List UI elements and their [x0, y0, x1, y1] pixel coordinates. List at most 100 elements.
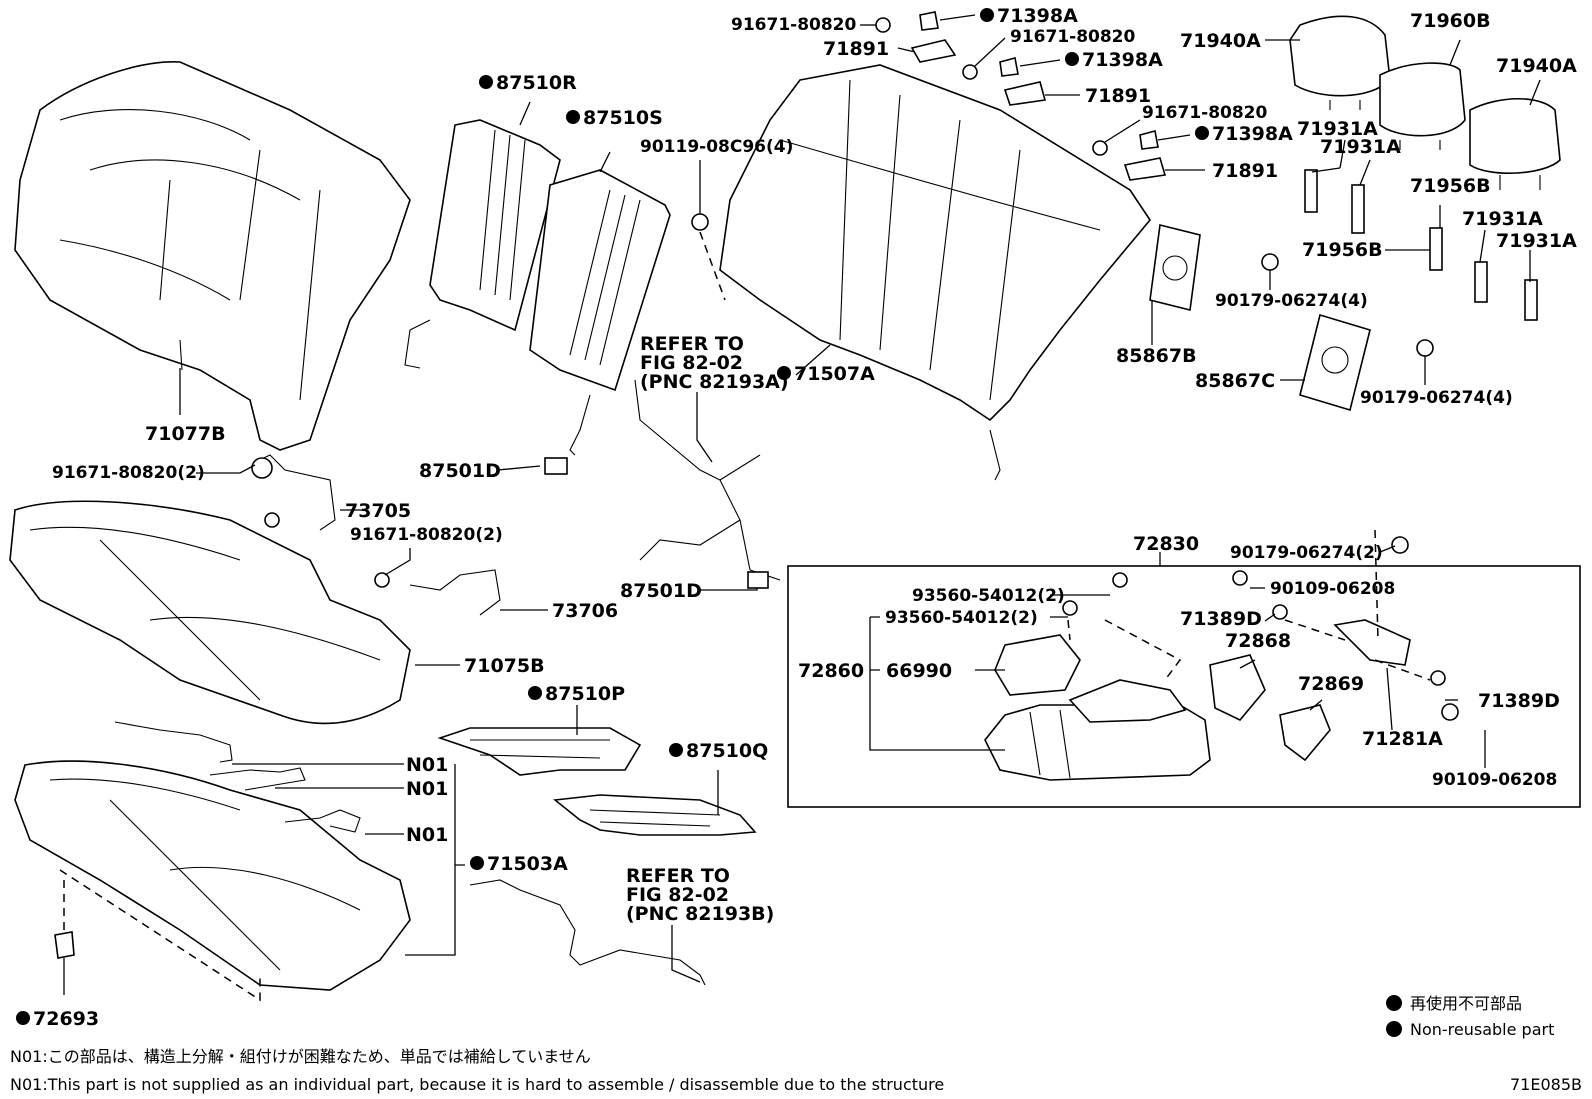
- bracket-71891-c-drawing: [1123, 157, 1167, 181]
- bracket-71891-a-drawing: [910, 39, 957, 63]
- label-71931a-a: 71931A: [1297, 118, 1378, 140]
- label-71891-a: 71891: [823, 38, 889, 60]
- label-72869: 72869: [1298, 673, 1364, 695]
- refer-82193a-line1: REFER TO: [640, 333, 744, 355]
- label-93560-54012-b: 93560-54012(2): [885, 608, 1038, 628]
- bolt-91671-c-drawing: [1092, 140, 1108, 156]
- legend-marker-en: [1386, 1021, 1402, 1037]
- legend-text-jp: 再使用不可部品: [1410, 994, 1522, 1013]
- label-90109-06208-b: 90109-06208: [1432, 770, 1557, 790]
- label-87510p: 87510P: [545, 683, 625, 705]
- bolt-91671-b-drawing: [962, 64, 978, 80]
- footnote-jp: N01:この部品は、構造上分解・組付けが困難なため、単品では補給していません: [10, 1047, 591, 1066]
- label-85867b: 85867B: [1116, 345, 1197, 367]
- diagram-id: 71E085B: [1510, 1075, 1582, 1094]
- seat-cushion-cover-drawing: [9, 500, 411, 725]
- legend-marker-jp: [1386, 995, 1402, 1011]
- label-71931a-b: 71931A: [1320, 136, 1401, 158]
- label-72830: 72830: [1133, 533, 1199, 555]
- label-71507a: 71507A: [794, 363, 875, 385]
- seat-heater-87510r-drawing: [404, 119, 561, 369]
- label-71389d-a: 71389D: [1180, 608, 1262, 630]
- wire-harness-82193b-drawing: [469, 879, 706, 986]
- refer-82193a-line3: (PNC 82193A): [640, 371, 789, 393]
- bolt-90119-drawing: [691, 213, 709, 231]
- label-72868: 72868: [1225, 630, 1291, 652]
- label-71931a-d: 71931A: [1496, 230, 1577, 252]
- headrest-71940a-right-drawing: [1469, 97, 1561, 190]
- label-91671-80820-c: 91671-80820: [1142, 103, 1268, 123]
- refer-82193b-line1: REFER TO: [626, 865, 730, 887]
- legend: 再使用不可部品 Non-reusable part: [1386, 994, 1554, 1039]
- bolt-91671-a-drawing: [875, 17, 891, 33]
- legend-text-en: Non-reusable part: [1410, 1020, 1554, 1039]
- label-87510q: 87510Q: [686, 740, 768, 762]
- bracket-73706-drawing: [374, 569, 501, 616]
- label-93560-54012-a: 93560-54012(2): [912, 586, 1065, 606]
- label-85867c: 85867C: [1195, 370, 1275, 392]
- non-reusable-marker: [479, 75, 493, 89]
- label-72693: 72693: [33, 1008, 99, 1030]
- label-71940a-right: 71940A: [1496, 55, 1577, 77]
- label-71077b: 71077B: [145, 423, 226, 445]
- seat-heater-87510p-drawing: [437, 727, 642, 776]
- armrest-assembly-drawing: [984, 529, 1459, 781]
- bracket-85867c-drawing: [1299, 313, 1371, 412]
- seat-back-frame-drawing: [719, 64, 1151, 481]
- wires-n01-drawing: [114, 721, 361, 833]
- label-71891-b: 71891: [1085, 85, 1151, 107]
- refer-82193a-line2: FIG 82-02: [640, 352, 743, 374]
- non-reusable-marker: [980, 8, 994, 22]
- label-90179-06274-c: 90179-06274(2): [1230, 543, 1383, 563]
- label-71389d-b: 71389D: [1478, 690, 1560, 712]
- label-87510r: 87510R: [496, 72, 577, 94]
- label-91671-80820-a: 91671-80820: [731, 15, 857, 35]
- headrest-71960b-drawing: [1379, 62, 1466, 150]
- wire-harness-82193a-drawing: [544, 379, 781, 589]
- label-66990: 66990: [886, 660, 952, 682]
- non-reusable-marker: [777, 366, 791, 380]
- clip-71398a-c-drawing: [1139, 130, 1159, 150]
- label-72860: 72860: [798, 660, 864, 682]
- label-71891-c: 71891: [1212, 160, 1278, 182]
- non-reusable-marker: [1195, 126, 1209, 140]
- label-71398a-b: 71398A: [1082, 49, 1163, 71]
- seat-cushion-pad-drawing: [14, 760, 411, 1002]
- armrest-group-frame: [787, 565, 1581, 808]
- label-71075b: 71075B: [464, 655, 545, 677]
- label-n01-a: N01: [406, 754, 448, 776]
- label-71956b-a: 71956B: [1410, 175, 1491, 197]
- label-71931a-c: 71931A: [1462, 208, 1543, 230]
- non-reusable-marker: [1065, 52, 1079, 66]
- headrest-71940a-left-drawing: [1289, 15, 1391, 110]
- non-reusable-marker: [669, 743, 683, 757]
- label-91671-80820-d: 91671-80820(2): [52, 463, 205, 483]
- label-73706: 73706: [552, 600, 618, 622]
- label-71956b-b: 71956B: [1302, 239, 1383, 261]
- refer-82193b-line3: (PNC 82193B): [626, 903, 774, 925]
- seat-back-cover-drawing: [14, 61, 411, 451]
- seat-heater-87510q-drawing: [552, 794, 757, 836]
- label-91671-80820-b: 91671-80820: [1010, 27, 1136, 47]
- label-71960b: 71960B: [1410, 10, 1491, 32]
- leader-lines: [63, 14, 1541, 995]
- label-87501d-b: 87501D: [620, 580, 702, 602]
- clip-90179-b-drawing: [1416, 339, 1434, 357]
- non-reusable-marker: [528, 686, 542, 700]
- headrest-guides-drawing: [1304, 169, 1538, 321]
- label-90109-06208-a: 90109-06208: [1270, 579, 1395, 599]
- bracket-71891-b-drawing: [1003, 81, 1047, 106]
- label-n01-b: N01: [406, 778, 448, 800]
- clip-71398a-a-drawing: [919, 11, 939, 31]
- label-71398a-c: 71398A: [1212, 123, 1293, 145]
- label-90179-06274-a: 90179-06274(4): [1215, 291, 1368, 311]
- label-91671-80820-e: 91671-80820(2): [350, 525, 503, 545]
- clip-72693-drawing: [54, 880, 75, 959]
- label-71398a-a: 71398A: [997, 5, 1078, 27]
- label-71940a-left: 71940A: [1180, 30, 1261, 52]
- refer-82193b-line2: FIG 82-02: [626, 884, 729, 906]
- clip-90179-a-drawing: [1261, 253, 1279, 271]
- label-87501d-a: 87501D: [419, 460, 501, 482]
- non-reusable-marker: [470, 856, 484, 870]
- non-reusable-marker: [16, 1011, 30, 1025]
